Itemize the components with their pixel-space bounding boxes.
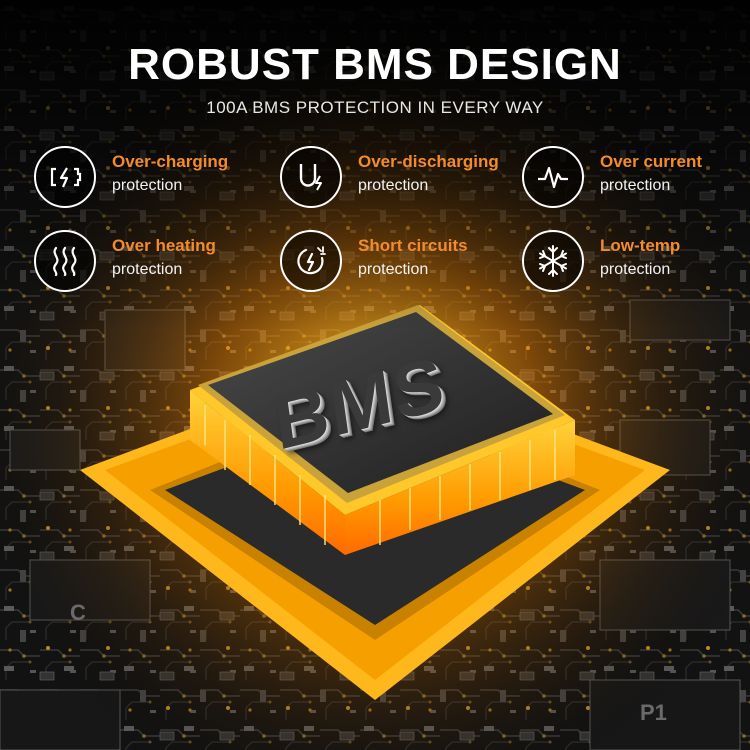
feature-subtitle: protection (600, 177, 671, 194)
pcb-silkscreen-mark: C (70, 600, 86, 625)
feature-title: Over current (600, 152, 703, 171)
feature-subtitle: protection (112, 177, 183, 194)
feature-title: Low-temp (600, 236, 681, 255)
feature-subtitle: protection (358, 177, 429, 194)
page-title: ROBUST BMS DESIGN (128, 40, 622, 89)
feature-title: Over heating (112, 236, 216, 255)
feature-low-temp: Low-temp protection (522, 230, 750, 294)
feature-title: Over-charging (112, 152, 229, 171)
feature-over-discharging: Over-discharging protection (280, 146, 520, 210)
feature-over-charging: Over-charging protection (34, 146, 274, 210)
feature-subtitle: protection (358, 261, 429, 278)
pcb-silkscreen-mark: P1 (640, 700, 667, 725)
feature-over-current: Over current protection (522, 146, 750, 210)
short-circuit-icon (280, 230, 342, 292)
battery-charging-icon (34, 146, 96, 208)
heat-waves-icon (34, 230, 96, 292)
feature-over-heating: Over heating protection (34, 230, 274, 294)
feature-subtitle: protection (112, 261, 183, 278)
feature-subtitle: protection (600, 261, 671, 278)
magnet-discharge-icon (280, 146, 342, 208)
snowflake-icon (522, 230, 584, 292)
feature-title: Over-discharging (358, 152, 499, 171)
current-wave-icon (522, 146, 584, 208)
page-subtitle: 100A BMS PROTECTION IN EVERY WAY (206, 98, 544, 117)
feature-title: Short circuits (358, 236, 468, 255)
feature-short-circuits: Short circuits protection (280, 230, 520, 294)
